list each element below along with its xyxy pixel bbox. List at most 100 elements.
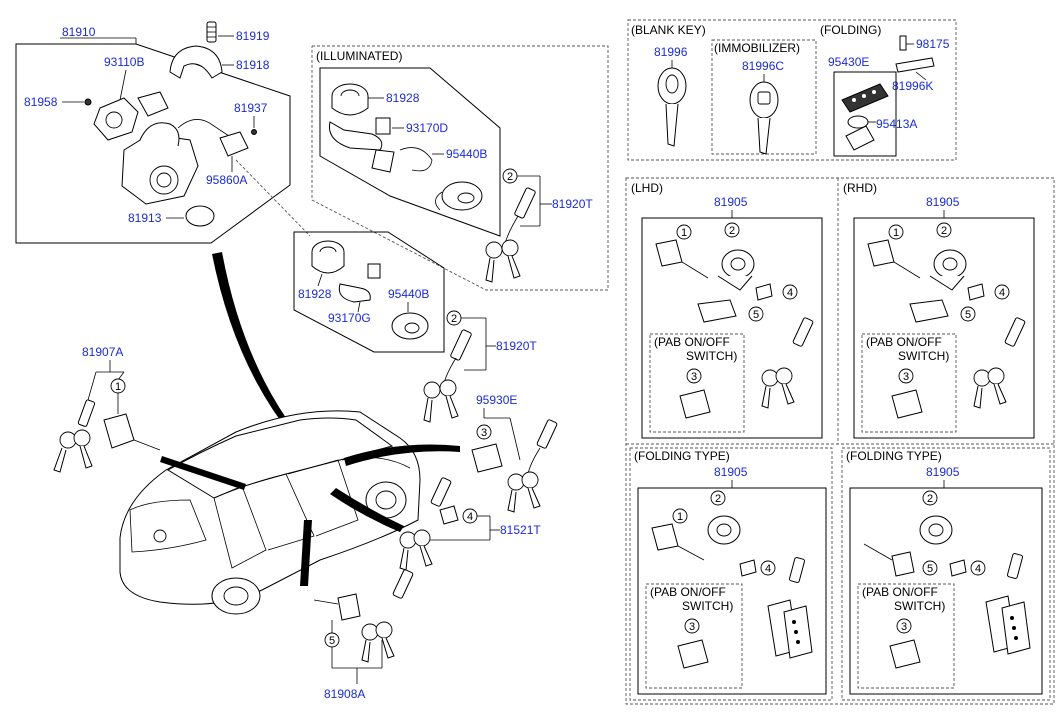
blank-key-shape: [657, 67, 687, 147]
rhd-frame: [853, 217, 1035, 439]
rhd-part5-shape: [909, 299, 949, 323]
part-number-81996C[interactable]: 81996C: [742, 59, 784, 73]
pointer-arrow-tailgate: [160, 456, 246, 490]
lhd-callout-1: 1: [681, 227, 687, 239]
fold-left-title: (FOLDING TYPE): [634, 449, 730, 463]
mid-frame: [293, 231, 445, 353]
ring-95440B-shape: [435, 181, 483, 211]
fold-right-pab-line2: SWITCH): [894, 599, 945, 613]
part-number-81913[interactable]: 81913: [128, 211, 162, 225]
lhd-title: (LHD): [631, 181, 663, 195]
keys-95930E-shape: [507, 419, 558, 513]
callout-2-illum-label: 2: [507, 171, 513, 183]
lhd-part5-shape: [697, 299, 737, 323]
fold-right-frame: [849, 487, 1043, 695]
rhd-pab-switch-shape: [891, 389, 923, 419]
keys-81907A-shape: [53, 399, 96, 473]
fold-right-callout-2: 2: [927, 493, 933, 505]
pointer-arrow-key: [344, 444, 460, 466]
bolt-81919-shape: [206, 21, 217, 43]
callout-3-95930E: [476, 424, 492, 440]
fold-right-title: (FOLDING TYPE): [846, 449, 942, 463]
part-number-81958[interactable]: 81958: [24, 95, 58, 109]
fold-right-pab-line1: (PAB ON/OFF: [862, 585, 938, 599]
main-assembly-group: 81910 81919 81918 93110B 81958: [15, 21, 311, 244]
fold-right-fob-shape: [985, 553, 1031, 655]
lock-body-shape: [121, 119, 233, 205]
part-number-98175[interactable]: 98175: [916, 37, 950, 51]
rhd-pab-line1: (PAB ON/OFF: [866, 335, 942, 349]
illuminated-part-93170D[interactable]: 93170D: [406, 121, 448, 135]
fold-left-callout-3: 3: [689, 621, 695, 633]
illuminated-title: (ILLUMINATED): [316, 49, 402, 63]
fold-left-part-81905[interactable]: 81905: [714, 465, 748, 479]
part-number-81996[interactable]: 81996: [654, 45, 688, 59]
lhd-keys-shape: [761, 317, 814, 409]
mid-part-93170G[interactable]: 93170G: [328, 311, 371, 325]
part-number-81910[interactable]: 81910: [62, 25, 96, 39]
pin-98175-shape: [899, 35, 907, 51]
part-number-81919[interactable]: 81919: [236, 29, 270, 43]
key-set-81920T-mid-shape: [423, 329, 472, 423]
part-number-81937[interactable]: 81937: [234, 101, 268, 115]
pointer-arrow-door: [330, 488, 404, 532]
lhd-callout-3: 3: [691, 371, 697, 383]
fold-right-callout-5: 5: [927, 563, 933, 575]
lhd-ignition-shape: [717, 249, 755, 291]
key-set-outer-frame: [625, 177, 1055, 705]
part-number-81908A[interactable]: 81908A: [324, 687, 365, 701]
fold-left-callout-4: 4: [765, 563, 771, 575]
lhd-group: (LHD) 81905 1 2 4 5 (PAB ON/OFF SWITCH) …: [631, 181, 823, 439]
mid-connector-shape: [367, 263, 381, 279]
screw-81937-shape: [251, 129, 257, 135]
illuminated-part-81920T[interactable]: 81920T: [552, 197, 593, 211]
illuminated-part-81928[interactable]: 81928: [386, 91, 420, 105]
mid-part-95440B[interactable]: 95440B: [388, 287, 429, 301]
mid-wire-guide-shape: [338, 283, 371, 303]
lhd-callout-4: 4: [787, 287, 793, 299]
lhd-callout-2: 2: [729, 225, 735, 237]
fold-left-pab-switch-shape: [677, 639, 709, 669]
fold-right-part5-shape: [891, 551, 915, 577]
part-number-95430E[interactable]: 95430E: [828, 55, 869, 69]
part-number-95860A[interactable]: 95860A: [206, 173, 247, 187]
part-number-81996K[interactable]: 81996K: [892, 79, 933, 93]
group-95930E: 95930E 3: [471, 393, 558, 513]
part-number-81521T[interactable]: 81521T: [500, 523, 541, 537]
fold-left-part4-shape: [739, 559, 757, 577]
part-number-81918[interactable]: 81918: [236, 58, 270, 72]
callout-1-81907A-label: 1: [115, 381, 121, 393]
fold-left-cylinder-shape: [651, 523, 679, 551]
mid-ring-shape: [391, 312, 429, 340]
fold-right-part4-shape: [949, 559, 967, 577]
part-number-81907A[interactable]: 81907A: [82, 345, 123, 359]
callout-4-81521T-label: 4: [467, 511, 473, 523]
lhd-frame: [641, 217, 823, 439]
lhd-callout-5: 5: [753, 309, 759, 321]
blank-key-group: (BLANK KEY) 81996 (IMMOBILIZER) 81996C (…: [627, 19, 957, 161]
callout-3-95930E-label: 3: [481, 427, 487, 439]
part-number-95930E[interactable]: 95930E: [476, 393, 517, 407]
illuminated-part-95440B[interactable]: 95440B: [446, 147, 487, 161]
fold-right-part-81905[interactable]: 81905: [926, 465, 960, 479]
mid-part-81928[interactable]: 81928: [298, 287, 332, 301]
callout-2-mid-label: 2: [451, 313, 457, 325]
lhd-pab-switch-shape: [679, 389, 711, 419]
rhd-part-81905[interactable]: 81905: [926, 195, 960, 209]
lhd-part-81905[interactable]: 81905: [714, 195, 748, 209]
fold-left-callout-1: 1: [677, 511, 683, 523]
fold-right-pab-switch-shape: [889, 639, 921, 669]
part-number-95413A[interactable]: 95413A: [876, 117, 917, 131]
mid-part-81920T[interactable]: 81920T: [496, 339, 537, 353]
rhd-callout-3: 3: [903, 371, 909, 383]
pointer-arrow-main: [212, 252, 304, 446]
part-number-93110B[interactable]: 93110B: [104, 55, 144, 69]
illuminated-group: (ILLUMINATED) 81928 93170D 95440B: [311, 45, 609, 291]
folding-top-title: (FOLDING): [820, 23, 881, 37]
keys-81521T-shape: [399, 477, 452, 571]
group-81521T: 4 81521T: [399, 477, 541, 571]
rhd-part4-shape: [967, 283, 985, 301]
rhd-keys-shape: [973, 317, 1026, 409]
rhd-cylinder-shape: [867, 239, 895, 267]
key-set-81920T-illum-shape: [485, 187, 536, 283]
